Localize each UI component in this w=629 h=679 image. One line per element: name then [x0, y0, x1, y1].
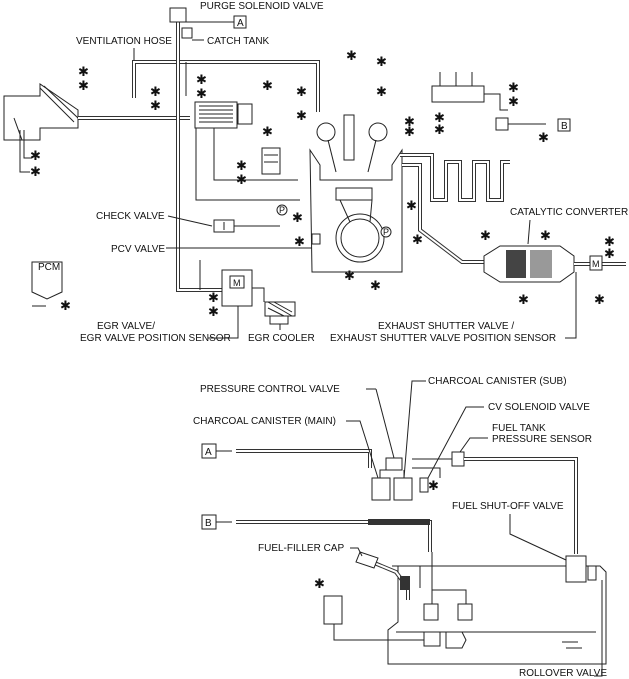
pressure-symbol: P [279, 205, 285, 215]
svg-text:✱: ✱ [594, 293, 605, 308]
pcv-valve-part [311, 233, 321, 245]
svg-text:✱: ✱ [208, 305, 219, 320]
svg-text:✱: ✱ [296, 85, 307, 100]
fuel-tank [387, 552, 607, 665]
pcm-label: PCM [38, 262, 60, 273]
svg-text:✱: ✱ [294, 235, 305, 250]
exhaust-shutter-label-1: EXHAUST SHUTTER VALVE / [378, 321, 514, 332]
svg-text:✱: ✱ [196, 87, 207, 102]
svg-text:✱: ✱ [236, 159, 247, 174]
pressure-symbol: P [383, 227, 389, 237]
svg-text:✱: ✱ [314, 577, 325, 592]
fuel-tank-label: FUEL TANK [492, 423, 546, 434]
exhaust-manifold [400, 153, 510, 264]
svg-text:✱: ✱ [434, 123, 445, 138]
fuel-tank-pressure-sensor-part [412, 451, 578, 554]
svg-text:✱: ✱ [296, 109, 307, 124]
svg-text:✱: ✱ [262, 125, 273, 140]
svg-text:✱: ✱ [604, 247, 615, 262]
svg-text:✱: ✱ [540, 229, 551, 244]
svg-text:✱: ✱ [150, 99, 161, 114]
svg-text:✱: ✱ [434, 111, 445, 126]
connector-a-bottom: A [205, 447, 212, 458]
catch-tank-label: CATCH TANK [207, 36, 270, 47]
svg-text:✱: ✱ [376, 85, 387, 100]
catalytic-converter: M [483, 245, 626, 283]
intake-manifold [194, 101, 253, 129]
svg-text:✱: ✱ [518, 293, 529, 308]
connector-b-top: B [561, 121, 568, 132]
svg-text:✱: ✱ [344, 269, 355, 284]
asterisk-markers-top: ✱ ✱ ✱ ✱ ✱ ✱ ✱ ✱ ✱ ✱ ✱ ✱ ✱ ✱ ✱ ✱ ✱ ✱ ✱ ✱ … [30, 49, 615, 320]
motor-symbol: M [233, 278, 241, 288]
svg-text:✱: ✱ [508, 95, 519, 110]
exhaust-shutter-label-2: EXHAUST SHUTTER VALVE POSITION SENSOR [330, 333, 556, 344]
svg-text:✱: ✱ [292, 211, 303, 226]
intake-duct [19, 116, 190, 173]
pcv-valve-label: PCV VALVE [111, 244, 165, 255]
svg-text:✱: ✱ [208, 291, 219, 306]
pressure-sensor-label: PRESSURE SENSOR [492, 434, 592, 445]
connector-a-top: A [237, 18, 244, 29]
check-valve-part [213, 219, 280, 233]
svg-text:✱: ✱ [538, 131, 549, 146]
svg-text:✱: ✱ [262, 79, 273, 94]
fuel-shutoff-valve-label: FUEL SHUT-OFF VALVE [452, 501, 564, 512]
fuel-filler-pipe [355, 551, 421, 600]
charcoal-canister-sub-label: CHARCOAL CANISTER (SUB) [428, 376, 567, 387]
egr-valve-part: M [221, 269, 265, 307]
charcoal-canister-main-label: CHARCOAL CANISTER (MAIN) [193, 416, 336, 427]
svg-text:✱: ✱ [346, 49, 357, 64]
asterisk-markers-bottom: ✱ ✱ [314, 479, 439, 592]
check-valve-label: CHECK VALVE [96, 211, 165, 222]
egr-cooler-part [264, 301, 296, 325]
air-cleaner [3, 83, 79, 141]
motor-symbol: M [592, 259, 600, 269]
rollover-valve-label: ROLLOVER VALVE [519, 668, 607, 679]
svg-text:✱: ✱ [406, 199, 417, 214]
svg-text:✱: ✱ [30, 149, 41, 164]
cv-solenoid-valve-label: CV SOLENOID VALVE [488, 402, 590, 413]
svg-text:✱: ✱ [60, 299, 71, 314]
svg-text:✱: ✱ [376, 55, 387, 70]
svg-text:✱: ✱ [404, 115, 415, 130]
egr-valve-label-1: EGR VALVE/ [97, 321, 155, 332]
svg-text:✱: ✱ [428, 479, 439, 494]
svg-text:✱: ✱ [196, 73, 207, 88]
svg-text:✱: ✱ [236, 173, 247, 188]
svg-text:✱: ✱ [150, 85, 161, 100]
pressure-control-valve-label: PRESSURE CONTROL VALVE [200, 384, 340, 395]
pcm-part: PCM [31, 261, 63, 307]
fuel-rail [431, 72, 546, 131]
fuel-filler-cap-label: FUEL-FILLER CAP [258, 543, 344, 554]
svg-text:✱: ✱ [30, 165, 41, 180]
catalytic-converter-label: CATALYTIC CONVERTER [510, 207, 628, 218]
svg-text:✱: ✱ [78, 79, 89, 94]
svg-text:✱: ✱ [480, 229, 491, 244]
svg-text:✱: ✱ [78, 65, 89, 80]
svg-text:✱: ✱ [604, 235, 615, 250]
svg-text:✱: ✱ [508, 81, 519, 96]
svg-text:✱: ✱ [370, 279, 381, 294]
egr-valve-label-2: EGR VALVE POSITION SENSOR [80, 333, 231, 344]
egr-cooler-label: EGR COOLER [248, 333, 315, 344]
purge-solenoid-valve-label: PURGE SOLENOID VALVE [200, 1, 324, 12]
ventilation-hose-label: VENTILATION HOSE [76, 36, 172, 47]
ventilation-hose-line [132, 60, 320, 112]
connector-b-bottom: B [205, 518, 212, 529]
svg-text:✱: ✱ [404, 125, 415, 140]
engine-block [309, 114, 403, 273]
intake-tubes [185, 62, 300, 290]
purge-line [169, 7, 230, 292]
svg-text:✱: ✱ [412, 233, 423, 248]
pressure-sensors: P P [276, 204, 392, 238]
fuel-pump-external [323, 595, 424, 641]
